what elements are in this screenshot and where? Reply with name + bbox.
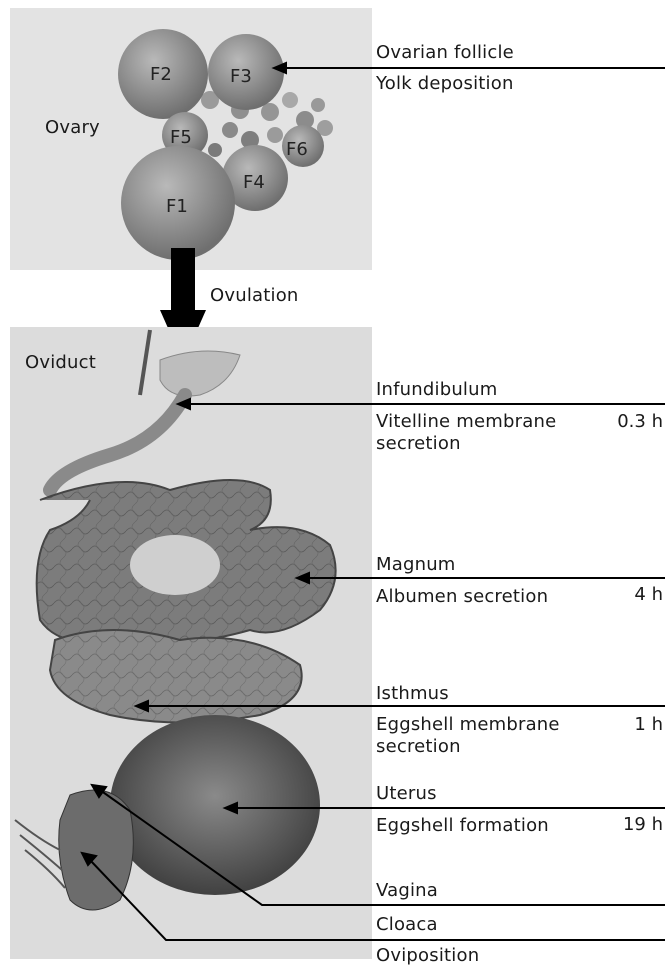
ovulation-label: Ovulation [210,285,299,307]
follicle-label-f6: F6 [286,139,308,160]
follicle-label-f2: F2 [150,64,172,85]
segment-name-vagina: Vagina [376,880,438,902]
segment-process-magnum: Albumen secretion [376,586,548,608]
ovarian-follicle-label: Ovarian follicle [376,42,514,64]
follicle-label-f3: F3 [230,66,252,87]
segment-time-uterus: 19 h [603,814,663,836]
segment-process-uterus: Eggshell formation [376,815,549,837]
segment-time-infundibulum: 0.3 h [603,411,663,433]
segment-name-cloaca: Cloaca [376,914,438,936]
oviduct-photo [10,327,372,959]
segment-time-isthmus: 1 h [603,714,663,736]
yolk-deposition-label: Yolk deposition [376,73,514,95]
uterus-shape [110,715,320,895]
follicle-label-f4: F4 [243,172,265,193]
segment-process-isthmus: Eggshell membrane secretion [376,714,586,758]
oviduct-label: Oviduct [25,352,96,374]
segment-name-magnum: Magnum [376,554,456,576]
follicle-label-f1: F1 [166,196,188,217]
ovary-label: Ovary [45,117,100,139]
segment-name-uterus: Uterus [376,783,437,805]
segment-name-isthmus: Isthmus [376,683,449,705]
segment-process-infundibulum: Vitelline membrane secretion [376,411,586,455]
segment-name-infundibulum: Infundibulum [376,379,497,401]
follicle-label-f5: F5 [170,127,192,148]
segment-time-magnum: 4 h [603,584,663,606]
segment-process-cloaca: Oviposition [376,945,479,967]
